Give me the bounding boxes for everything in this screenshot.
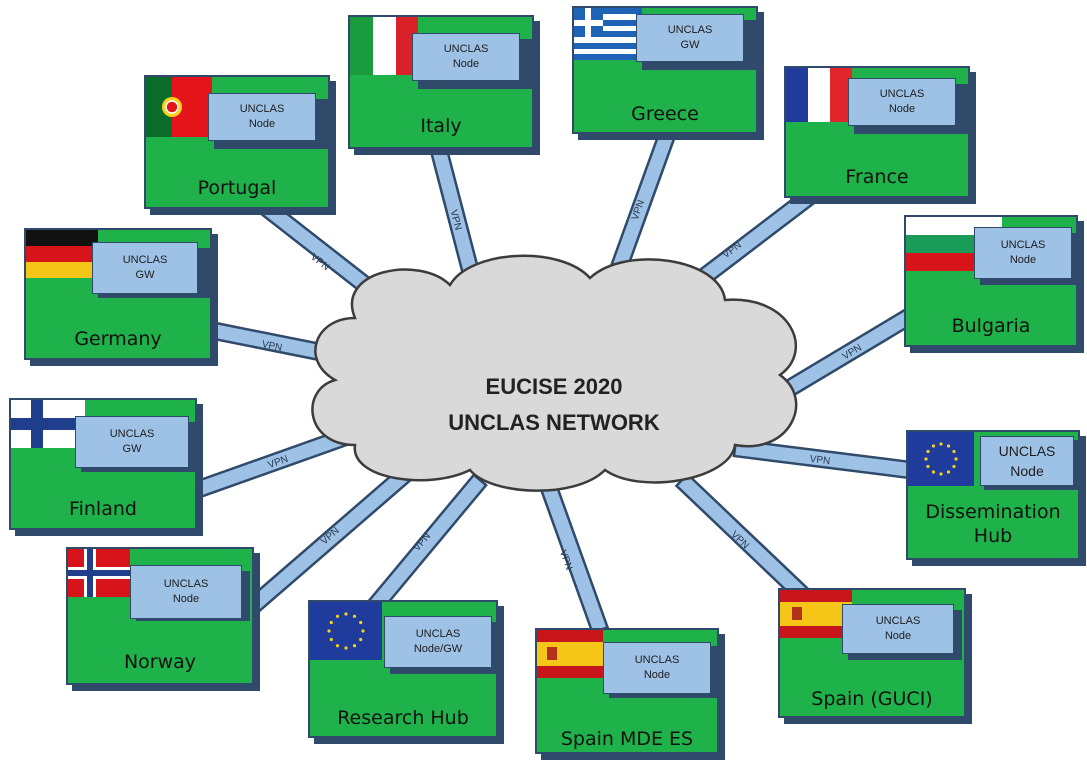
role-line1: UNCLAS (879, 88, 925, 100)
role-line1: UNCLAS (1000, 239, 1046, 251)
node-dissemination-hub: UNCLAS Node Dissemination Hub (906, 430, 1086, 566)
node-france: UNCLAS Node France (784, 66, 976, 204)
role-line2: Node (1009, 254, 1037, 266)
node-name: Finland (69, 498, 137, 520)
role-line2: Node (884, 630, 912, 642)
role-tag: UNCLAS Node (842, 604, 954, 654)
norway-flag-icon (68, 549, 130, 597)
spain-flag-icon (780, 590, 852, 638)
node-name: Dissemination Hub (906, 500, 1080, 548)
node-name: Spain MDE ES (560, 728, 694, 750)
vpn-label: VPN (809, 454, 831, 467)
node-name: Research Hub (337, 707, 469, 729)
eu-flag-icon (908, 432, 974, 486)
role-tag: UNCLAS Node (412, 33, 520, 81)
vpn-label: VPN (261, 339, 283, 354)
role-line2: Node (172, 593, 200, 605)
role-line1: UNCLAS (109, 428, 155, 440)
role-tag: UNCLAS Node (980, 436, 1074, 486)
node-spain-mde-es: UNCLAS Node Spain MDE ES (535, 628, 725, 760)
node-research-hub: UNCLAS Node/GW Research Hub (308, 600, 504, 744)
role-tag: UNCLAS Node (974, 227, 1072, 279)
vpn-label: VPN (448, 209, 464, 232)
role-line2: GW (680, 39, 700, 51)
germany-flag-icon (26, 230, 98, 278)
node-norway: UNCLAS Node Norway (66, 547, 260, 691)
node-spain-guci: UNCLAS Node Spain (GUCI) (778, 588, 972, 724)
node-name: Germany (74, 328, 162, 350)
role-line1: UNCLAS (875, 615, 921, 627)
eu-flag-icon (310, 602, 382, 660)
node-name: Bulgaria (951, 315, 1031, 337)
node-greece: UNCLAS GW Greece (572, 6, 764, 140)
node-name: France (845, 166, 909, 188)
node-germany: UNCLAS GW Germany (24, 228, 218, 366)
role-line1: UNCLAS (443, 43, 489, 55)
portugal-flag-icon (146, 77, 212, 137)
role-line1: UNCLAS (634, 654, 680, 666)
finland-flag-icon (11, 400, 85, 448)
role-line1: UNCLAS (163, 578, 209, 590)
node-name-line2: Hub (973, 525, 1013, 547)
role-line2: Node (452, 58, 480, 70)
node-name: Portugal (197, 177, 277, 199)
role-tag: UNCLAS Node (848, 78, 956, 126)
node-bulgaria: UNCLAS Node Bulgaria (904, 215, 1084, 353)
role-line1: UNCLAS (667, 24, 713, 36)
role-tag: UNCLAS GW (92, 242, 198, 294)
role-line1: UNCLAS (415, 628, 461, 640)
role-tag: UNCLAS Node (603, 642, 711, 694)
role-line1: UNCLAS (122, 254, 168, 266)
role-tag: UNCLAS Node/GW (384, 616, 492, 668)
node-name: Norway (123, 651, 197, 673)
role-tag: UNCLAS GW (75, 416, 189, 468)
node-name: Spain (GUCI) (811, 688, 933, 710)
node-portugal: UNCLAS Node Portugal (144, 75, 336, 215)
role-line2: Node (643, 669, 671, 681)
cloud: EUCISE 2020 UNCLAS NETWORK (311, 254, 798, 492)
role-line2: Node (888, 103, 916, 115)
italy-flag-icon (350, 17, 418, 75)
role-tag: UNCLAS GW (636, 14, 744, 62)
node-italy: UNCLAS Node Italy (348, 15, 540, 155)
node-name: Italy (420, 115, 462, 137)
role-line2: Node/GW (413, 643, 463, 655)
node-name: Greece (631, 103, 699, 125)
node-finland: UNCLAS GW Finland (9, 398, 203, 536)
role-line2: Node (248, 118, 276, 130)
role-tag: UNCLAS Node (208, 93, 316, 141)
role-tag: UNCLAS Node (130, 565, 242, 619)
role-line1: UNCLAS (998, 443, 1056, 459)
role-line1: UNCLAS (239, 103, 285, 115)
vpn-link-spain-mde-es (538, 480, 610, 635)
greece-flag-icon (574, 8, 642, 60)
france-flag-icon (786, 68, 852, 122)
cloud-title-line1: EUCISE 2020 (486, 374, 623, 399)
spain-flag-icon (537, 630, 603, 678)
cloud-title-line2: UNCLAS NETWORK (448, 410, 660, 435)
role-line2: GW (135, 269, 155, 281)
node-name-line1: Dissemination (925, 501, 1061, 523)
role-line2: GW (122, 443, 142, 455)
role-line2: Node (1010, 463, 1044, 479)
